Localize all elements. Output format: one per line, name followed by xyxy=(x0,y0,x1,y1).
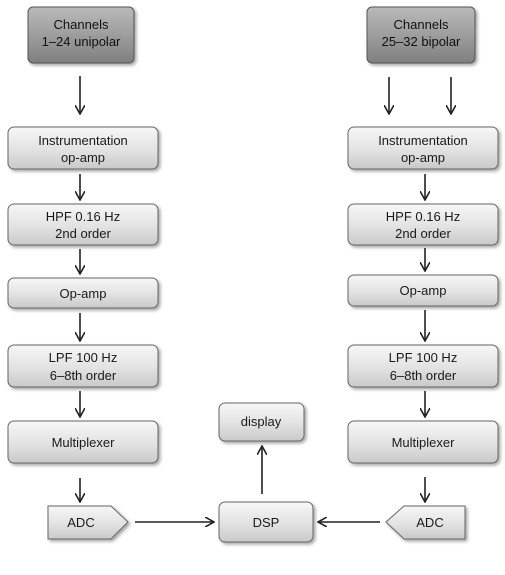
left-instrumentation-line-1: Instrumentation xyxy=(38,133,128,148)
right-lpf-line-2: 6–8th order xyxy=(390,368,457,383)
right-opamp-block: Op-amp xyxy=(347,274,499,307)
right-multiplexer-label: Multiplexer xyxy=(392,435,456,450)
right-source-line-1: Channels xyxy=(394,17,449,32)
right-lpf-block: LPF 100 Hz 6–8th order xyxy=(347,344,499,388)
right-hpf-block: HPF 0.16 Hz 2nd order xyxy=(347,203,499,246)
right-chain: Channels 25–32 bipolar Instrumentation o… xyxy=(347,6,499,540)
display-label: display xyxy=(241,414,282,429)
right-lpf-line-1: LPF 100 Hz xyxy=(389,350,458,365)
right-opamp-label: Op-amp xyxy=(400,283,447,298)
display-block: display xyxy=(218,402,305,442)
dsp-label: DSP xyxy=(253,515,280,530)
left-source-line-2: 1–24 unipolar xyxy=(42,34,121,49)
left-chain: Channels 1–24 unipolar Instrumentation o… xyxy=(7,6,159,540)
right-hpf-line-1: HPF 0.16 Hz xyxy=(386,209,460,224)
left-lpf-line-2: 6–8th order xyxy=(50,368,117,383)
left-adc-block: ADC xyxy=(47,505,129,540)
right-source-line-2: 25–32 bipolar xyxy=(382,34,461,49)
left-instrumentation-line-2: op-amp xyxy=(61,150,105,165)
right-hpf-line-2: 2nd order xyxy=(395,226,451,241)
left-hpf-block: HPF 0.16 Hz 2nd order xyxy=(7,203,159,246)
right-multiplexer-block: Multiplexer xyxy=(347,420,499,464)
left-opamp-block: Op-amp xyxy=(7,277,159,309)
right-instrumentation-line-1: Instrumentation xyxy=(378,133,468,148)
left-source-block: Channels 1–24 unipolar xyxy=(27,6,135,64)
left-opamp-label: Op-amp xyxy=(60,286,107,301)
left-multiplexer-block: Multiplexer xyxy=(7,420,159,464)
right-source-block: Channels 25–32 bipolar xyxy=(366,6,476,64)
left-multiplexer-label: Multiplexer xyxy=(52,435,116,450)
left-hpf-line-2: 2nd order xyxy=(55,226,111,241)
right-adc-label: ADC xyxy=(416,515,443,530)
left-hpf-line-1: HPF 0.16 Hz xyxy=(46,209,120,224)
left-source-line-1: Channels xyxy=(54,17,109,32)
left-instrumentation-amp-block: Instrumentation op-amp xyxy=(7,126,159,170)
left-adc-label: ADC xyxy=(67,515,94,530)
left-lpf-block: LPF 100 Hz 6–8th order xyxy=(7,344,159,388)
right-adc-block: ADC xyxy=(385,505,466,540)
arrows xyxy=(80,76,451,522)
left-lpf-line-1: LPF 100 Hz xyxy=(49,350,118,365)
dsp-block: DSP xyxy=(218,501,314,543)
right-instrumentation-line-2: op-amp xyxy=(401,150,445,165)
right-instrumentation-amp-block: Instrumentation op-amp xyxy=(347,126,499,170)
